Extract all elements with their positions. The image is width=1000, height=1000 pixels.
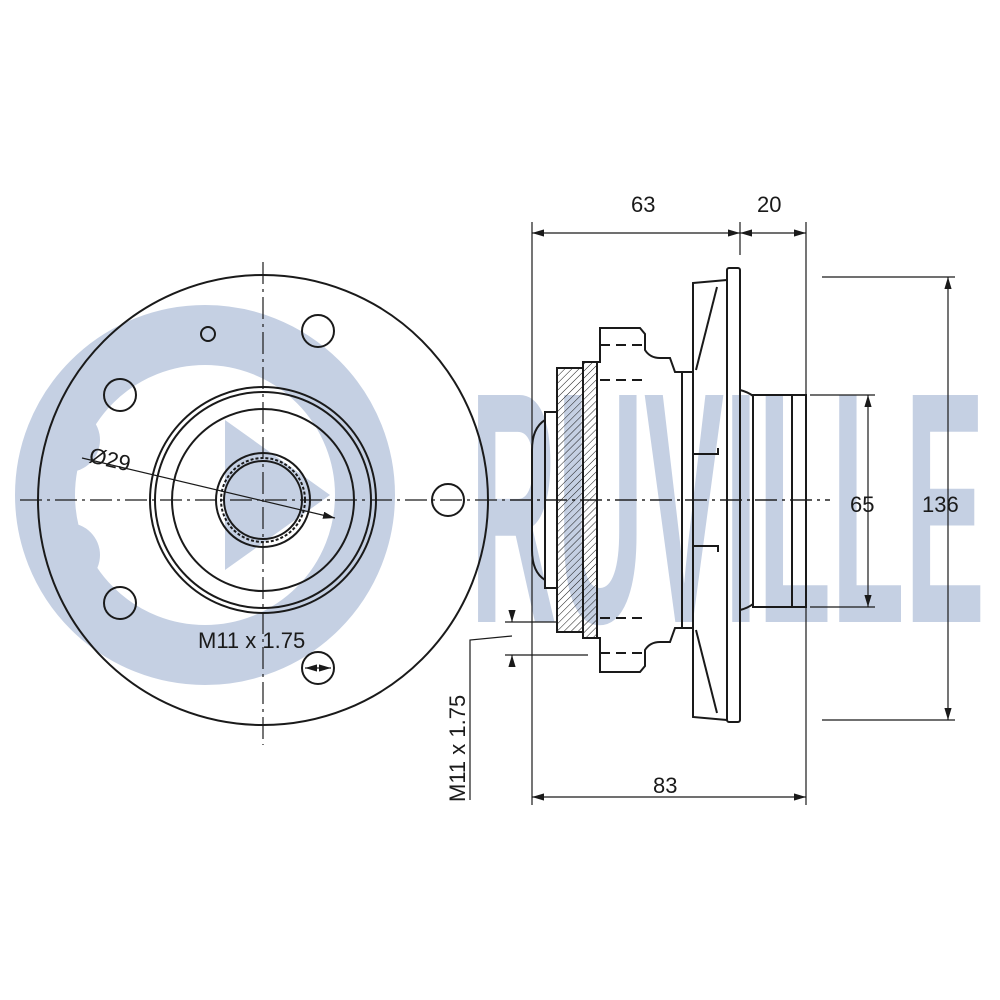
bolt-hole [200, 326, 216, 342]
side-view: M11 x 1.75 63 20 83 65 136 [445, 192, 959, 805]
seal-ring [556, 367, 584, 633]
bolt-hole [103, 378, 137, 412]
bolt-hole [301, 314, 335, 348]
bolt-hole [431, 483, 465, 517]
bolt-hole [103, 586, 137, 620]
side-thread-label: M11 x 1.75 [445, 695, 470, 802]
logo-ball [36, 523, 100, 587]
logo-ring [15, 305, 395, 685]
brand-watermark: RUVILLE [15, 305, 985, 692]
dim-20-label: 20 [757, 192, 781, 217]
dim-136-label: 136 [922, 492, 959, 517]
logo-triangle [225, 420, 330, 570]
front-thread-label: M11 x 1.75 [198, 628, 305, 653]
bore-diameter-label: Ø29 [87, 443, 133, 477]
dim-65-label: 65 [850, 492, 874, 517]
thread-hole [301, 651, 335, 685]
dim-83-label: 83 [653, 773, 677, 798]
dim-63-label: 63 [631, 192, 655, 217]
seal-ring [582, 361, 598, 639]
